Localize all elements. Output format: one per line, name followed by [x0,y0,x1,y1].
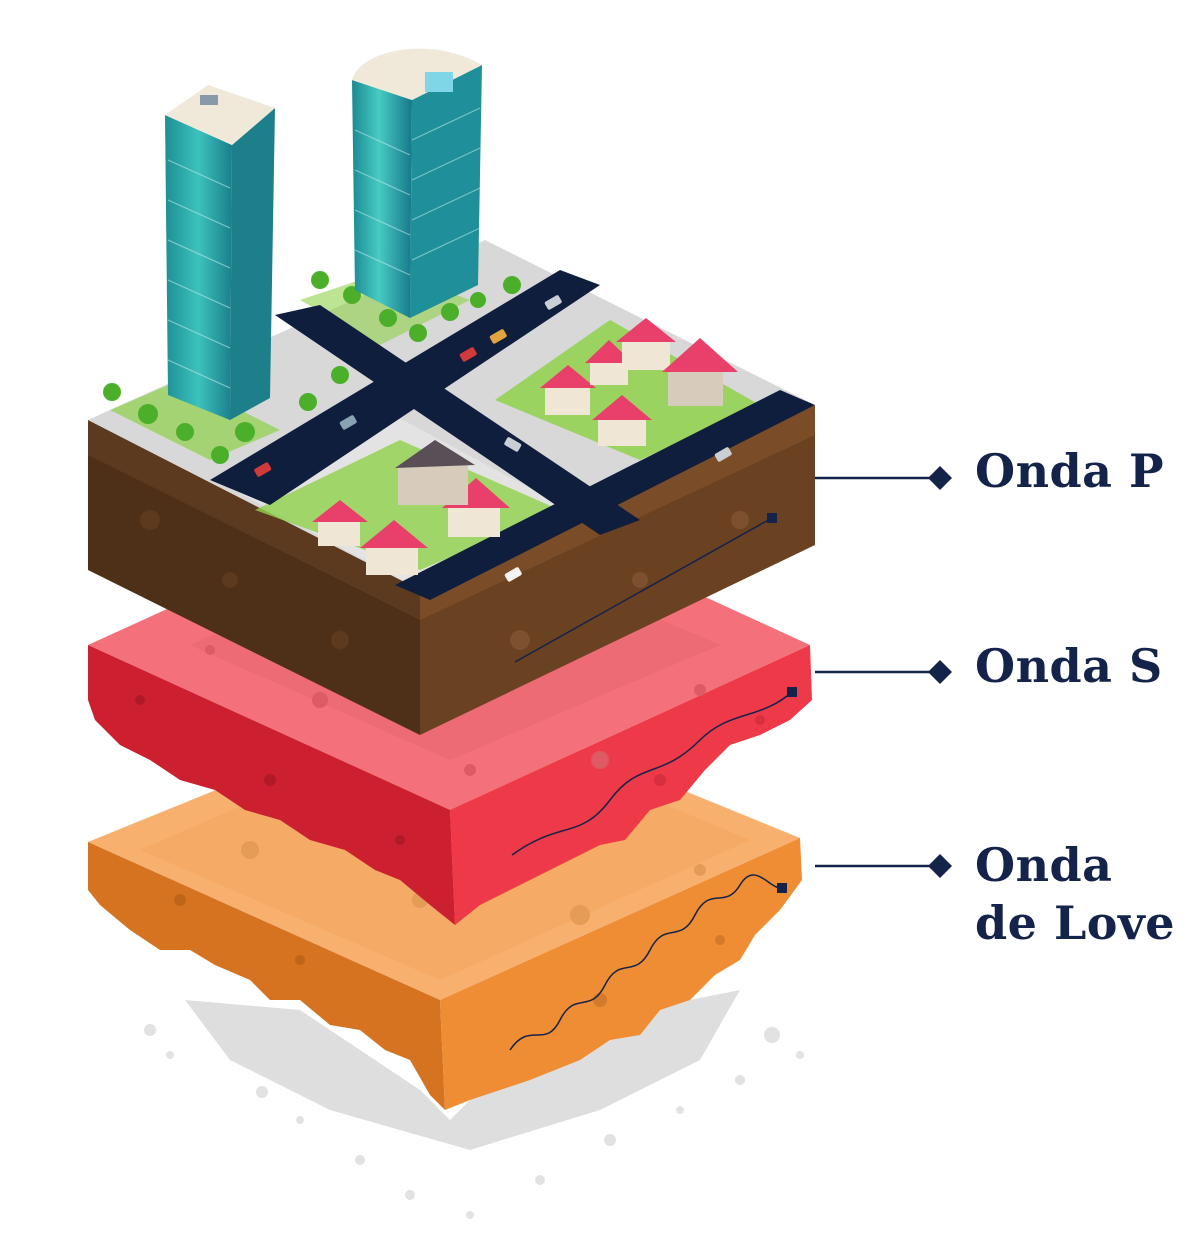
house-icon [616,318,676,370]
house-icon [585,340,633,385]
house-icon [662,338,738,406]
love-wave-label-line2: de Love [975,896,1175,950]
house-icon [592,395,652,446]
love-wave-path [509,874,783,1051]
leader-s [815,660,952,684]
houses [312,318,738,575]
s-wave-label-text: Onda S [975,639,1163,693]
love-wave-label: Onda de Love [975,836,1175,952]
p-wave-label-text: Onda P [975,444,1165,498]
love-wave-label-line1: Onda [975,838,1113,892]
house-icon [395,440,475,505]
s-wave-path [511,691,793,856]
road-cross [275,305,640,535]
love-wave-source-marker [777,883,787,893]
glass-tower-left-icon [165,85,275,420]
trees [103,271,521,464]
p-wave-label: Onda P [975,442,1164,500]
house-icon [360,520,428,575]
leader-p [815,466,952,490]
glass-tower-right-icon [352,48,482,318]
p-wave-path [514,517,773,663]
s-wave-source-marker [787,687,797,697]
leader-love [815,854,952,878]
house-icon [540,365,596,415]
p-wave-source-marker [767,513,777,523]
s-wave-label: Onda S [975,637,1163,695]
house-icon [312,500,368,546]
